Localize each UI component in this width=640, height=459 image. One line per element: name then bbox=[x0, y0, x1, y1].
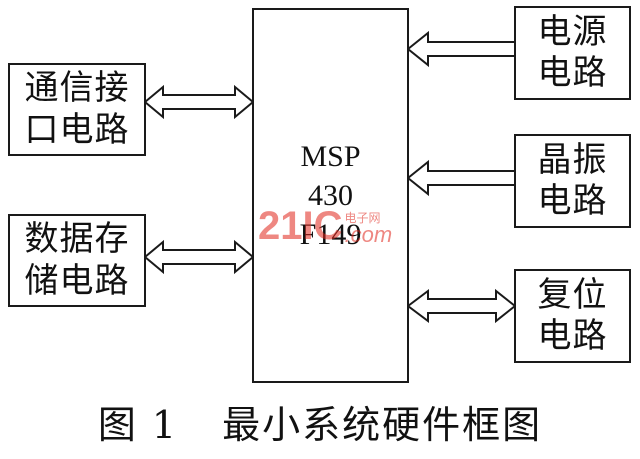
figure-number: 图 1 bbox=[97, 403, 179, 447]
crystal-circuit-block: 晶振 电路 bbox=[514, 134, 631, 228]
comm-interface-block: 通信接 口电路 bbox=[8, 63, 146, 156]
reset-label-line2: 电路 bbox=[537, 316, 608, 356]
mcu-label-line3: F149 bbox=[299, 218, 362, 251]
reset-circuit-block: 复位 电路 bbox=[514, 269, 631, 363]
arrow-reset-mcu bbox=[406, 288, 517, 324]
comm-label-line1: 通信接 bbox=[24, 68, 130, 109]
watermark: 21IC 电子网 .com bbox=[258, 206, 392, 246]
figure-title: 最小系统硬件框图 bbox=[222, 403, 543, 447]
arrow-comm-mcu bbox=[143, 84, 255, 120]
power-label-line2: 电路 bbox=[537, 53, 608, 93]
storage-label-line1: 数据存 bbox=[24, 219, 130, 260]
watermark-digits: 21IC bbox=[258, 204, 343, 248]
crystal-label-line2: 电路 bbox=[537, 181, 608, 221]
comm-label-line2: 口电路 bbox=[24, 109, 130, 150]
watermark-cn: 电子网 bbox=[344, 211, 381, 225]
power-circuit-block: 电源 电路 bbox=[514, 6, 631, 100]
arrow-crystal-mcu bbox=[406, 159, 516, 197]
storage-label-line2: 储电路 bbox=[24, 260, 130, 301]
data-storage-block: 数据存 储电路 bbox=[8, 214, 146, 307]
figure-caption: 图 1 最小系统硬件框图 bbox=[0, 394, 640, 449]
crystal-label-line1: 晶振 bbox=[537, 139, 608, 180]
mcu-label-line2: 430 bbox=[308, 179, 353, 212]
power-label-line1: 电源 bbox=[537, 11, 608, 52]
arrow-storage-mcu bbox=[143, 239, 255, 275]
arrow-power-mcu bbox=[406, 30, 516, 68]
mcu-block: MSP 430 F149 bbox=[252, 8, 409, 383]
mcu-label-line1: MSP bbox=[300, 140, 361, 173]
reset-label-line1: 复位 bbox=[537, 274, 608, 315]
watermark-com: .com bbox=[344, 222, 393, 247]
